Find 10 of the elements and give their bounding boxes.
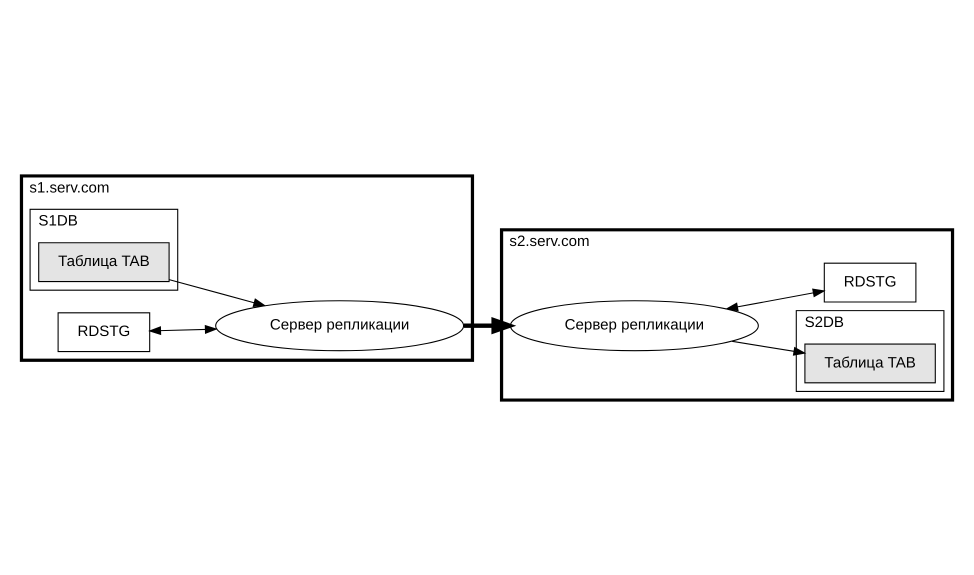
node-box: RDSTG: [58, 312, 150, 352]
node-box: RDSTG: [824, 262, 916, 302]
node-box: Таблица TAB: [804, 343, 936, 383]
node-ellipse: Сервер репликации: [215, 300, 464, 351]
node-box: Таблица TAB: [38, 242, 170, 282]
arrow: [168, 278, 266, 306]
arrow: [725, 288, 826, 311]
arrow: [464, 316, 516, 334]
arrow: [732, 340, 806, 356]
arrow: [148, 324, 218, 335]
